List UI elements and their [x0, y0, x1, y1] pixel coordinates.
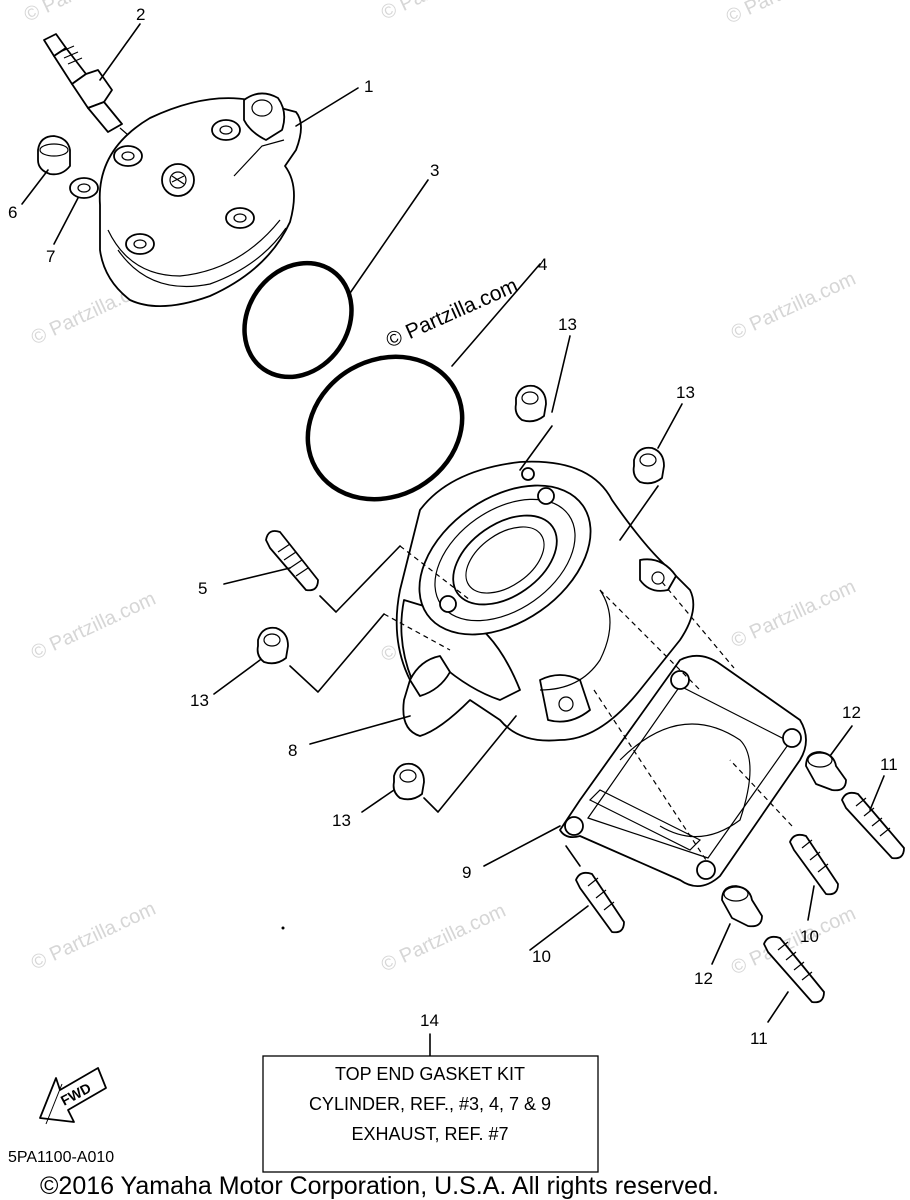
callout-1: 1: [364, 77, 373, 96]
stud-long-lower: [763, 935, 825, 1004]
callout-10-left: 10: [532, 947, 551, 966]
base-gasket: [559, 654, 807, 887]
callout-13-right: 13: [676, 383, 695, 402]
dowel-pin-lower: [721, 885, 763, 928]
head-gasket-o-ring-small: [242, 260, 354, 380]
callout-10-right: 10: [800, 927, 819, 946]
callout-6: 6: [8, 203, 17, 222]
copyright-notice: ©2016 Yamaha Motor Corporation, U.S.A. A…: [40, 1172, 719, 1200]
watermark: © Partzilla.com: [21, 0, 152, 27]
watermark: © Partzilla.com: [28, 588, 159, 665]
stud-long-upper: [841, 791, 905, 860]
callout-13-top: 13: [558, 315, 577, 334]
washer: [69, 177, 99, 199]
stud-short-right: [789, 833, 839, 896]
kit-title: TOP END GASKET KIT: [335, 1064, 525, 1084]
leader-lines: [21, 23, 885, 1057]
callout-5: 5: [198, 579, 207, 598]
callout-2: 2: [136, 5, 145, 24]
spark-plug: [43, 33, 179, 179]
cap-nut: [37, 135, 71, 176]
callout-14: 14: [420, 1011, 439, 1030]
gasket-kit-box: TOP END GASKET KIT CYLINDER, REF., #3, 4…: [262, 1055, 599, 1173]
fwd-arrow-icon: FWD: [39, 1067, 107, 1125]
cylinder: [395, 460, 695, 742]
callout-7: 7: [46, 247, 55, 266]
watermark: © Partzilla.com: [378, 0, 509, 25]
callout-12-lower: 12: [694, 969, 713, 988]
callout-9: 9: [462, 863, 471, 882]
callout-11-lower: 11: [750, 1029, 768, 1048]
callout-11-upper: 11: [880, 755, 898, 774]
callout-labels: 1 2 3 4 5 6 7 8 9 10 10 11 11 12 12 13 1…: [8, 5, 898, 1048]
flange-nut-1: [514, 384, 547, 423]
watermark: © Partzilla.com: [723, 0, 854, 29]
callout-4: 4: [538, 255, 547, 274]
watermark: © Partzilla.com: [28, 898, 159, 975]
kit-cylinder-line: CYLINDER, REF., #3, 4, 7 & 9: [309, 1094, 551, 1114]
head-gasket-o-ring-large: [305, 354, 465, 502]
flange-nut-2: [632, 446, 665, 485]
dowel-pin-upper: [805, 751, 847, 792]
watermark: © Partzilla.com: [728, 576, 859, 653]
flange-nut-4: [392, 762, 425, 801]
callout-8: 8: [288, 741, 297, 760]
callout-13-left: 13: [190, 691, 209, 710]
stud-short-left: [575, 871, 625, 934]
cylinder-head: [98, 92, 302, 307]
watermark: © Partzilla.com: [728, 268, 859, 345]
diagram-code: 5PA1100-A010: [8, 1149, 114, 1166]
callout-12-upper: 12: [842, 703, 861, 722]
callout-3: 3: [430, 161, 439, 180]
callout-13-lower: 13: [332, 811, 351, 830]
flange-nut-3: [256, 626, 289, 665]
watermark: © Partzilla.com: [378, 900, 509, 977]
watermark-main: © Partzilla.com: [383, 274, 522, 353]
stray-dot: [281, 926, 285, 930]
kit-exhaust-line: EXHAUST, REF. #7: [351, 1124, 508, 1144]
stud-upper: [265, 530, 319, 592]
